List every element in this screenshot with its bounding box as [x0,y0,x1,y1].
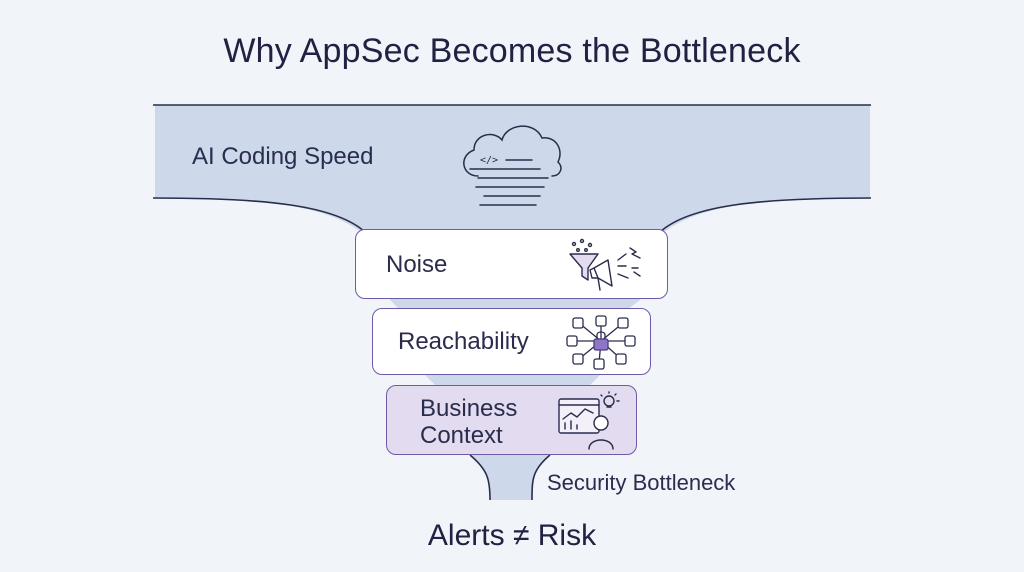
analyst-dashboard-icon [558,391,620,450]
alerts-not-risk-label: Alerts ≠ Risk [427,519,597,552]
network-lock-icon [566,315,636,370]
funnel-right-edge [659,197,872,233]
cloud-code-icon: </> [463,125,562,206]
stage-noise: Noise [355,229,668,299]
stage-reachability: Reachability [372,308,651,375]
svg-text:</>: </> [480,155,498,166]
ai-coding-speed-label: AI Coding Speed [192,143,374,170]
funnel-body [155,105,870,500]
stage-noise-label: Noise [386,251,448,278]
stage-business-context-label-line1: Business [420,395,518,422]
diagram-title: Why AppSec Becomes the Bottleneck [223,32,801,70]
stage-business-context: Business Context [386,385,637,455]
stage-reachability-label: Reachability [398,328,529,355]
funnel-left-edge [152,197,366,233]
security-bottleneck-label: Security Bottleneck [547,470,736,495]
funnel-spout-left [469,454,491,501]
stage-business-context-label: Business Context [420,395,540,449]
funnel-spout-right [531,454,551,501]
funnel-megaphone-icon [569,238,641,291]
stage-business-context-label-line2: Context [420,422,503,449]
